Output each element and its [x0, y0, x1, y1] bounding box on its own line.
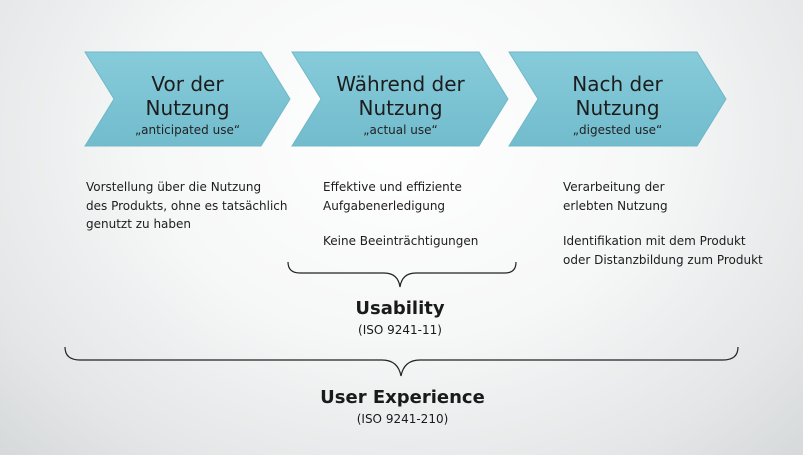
user-experience-standard: (ISO 9241-210)	[356, 412, 449, 426]
description-line: Verarbeitung der	[563, 180, 665, 194]
phase-title-line2: Nutzung	[575, 96, 660, 120]
usability-label: Usability (ISO 9241-11)	[300, 298, 500, 338]
phase-title-line2: Nutzung	[358, 96, 443, 120]
description-line: erlebten Nutzung	[563, 198, 668, 213]
description-line: Keine Beeinträchtigungen	[323, 234, 479, 248]
phase-title: Nach der Nutzung	[526, 72, 709, 120]
phase-during-use: Während der Nutzung „actual use“	[309, 52, 492, 146]
phase-before-use: Vor der Nutzung „anticipated use“	[100, 52, 275, 146]
phase-subtitle: „digested use“	[572, 123, 663, 137]
description-line: Identifikation mit dem Produkt	[563, 234, 746, 248]
phase-subtitle: „anticipated use“	[134, 123, 241, 137]
phase-title-line1: Während der	[336, 72, 465, 96]
description-line: Effektive und effiziente	[323, 180, 462, 194]
phase-subtitle: „actual use“	[363, 123, 438, 137]
phase-title-line1: Vor der	[151, 72, 224, 96]
phase-description-before-use: Vorstellung über die Nutzung des Produkt…	[86, 178, 296, 234]
phase-title-line1: Nach der	[572, 72, 663, 96]
description-line: Aufgabenerledigung	[323, 198, 446, 213]
description-line: des Produkts, ohne es tatsächlich	[86, 198, 288, 213]
phase-description-after-use: Verarbeitung der erlebten Nutzung Identi…	[563, 178, 793, 269]
phase-title: Vor der Nutzung	[100, 72, 275, 120]
phase-description-during-use: Effektive und effiziente Aufgabenerledig…	[323, 178, 523, 251]
user-experience-title: User Experience	[320, 387, 485, 408]
user-experience-label: User Experience (ISO 9241-210)	[280, 387, 525, 427]
description-line: oder Distanzbildung zum Produkt	[563, 252, 763, 267]
phase-after-use: Nach der Nutzung „digested use“	[526, 52, 709, 146]
phase-title-line2: Nutzung	[145, 96, 230, 120]
usability-brace	[287, 261, 517, 288]
user-experience-brace	[64, 346, 739, 377]
phase-title: Während der Nutzung	[309, 72, 492, 120]
description-line: genutzt zu haben	[86, 217, 192, 231]
usability-standard: (ISO 9241-11)	[358, 323, 442, 337]
usability-title: Usability	[355, 298, 445, 319]
description-line: Vorstellung über die Nutzung	[86, 180, 262, 194]
